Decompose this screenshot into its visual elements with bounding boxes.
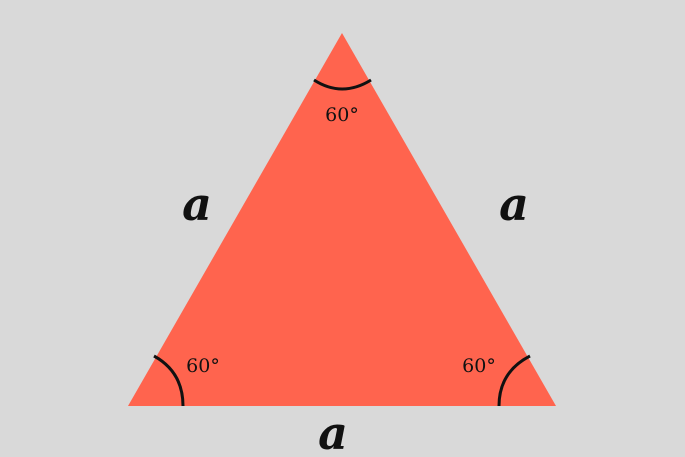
bottom-right-angle-label: 60° <box>462 355 496 377</box>
right-side-label: a <box>499 177 529 231</box>
bottom-side-label: a <box>318 406 348 457</box>
equilateral-triangle <box>128 33 556 406</box>
top-angle-arc <box>313 78 372 91</box>
bottom-left-angle-arc <box>153 354 185 407</box>
bottom-left-angle-label: 60° <box>186 355 220 377</box>
bottom-right-angle-arc <box>497 354 531 407</box>
left-side-label: a <box>182 177 212 231</box>
top-angle-label: 60° <box>325 104 359 126</box>
